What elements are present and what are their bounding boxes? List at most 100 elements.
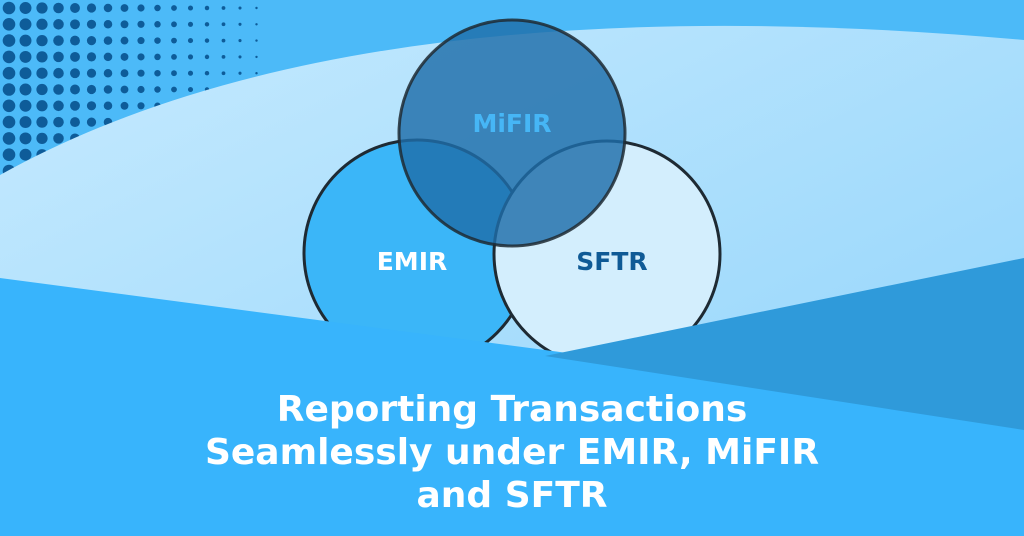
- halftone-dot: [137, 69, 145, 77]
- halftone-dot: [2, 18, 16, 31]
- halftone-dot: [36, 18, 48, 30]
- halftone-dot: [137, 85, 145, 94]
- halftone-dot: [171, 54, 177, 60]
- halftone-dot: [86, 84, 97, 95]
- halftone-dot: [70, 100, 80, 111]
- halftone-dot: [120, 4, 129, 12]
- halftone-dot: [171, 70, 177, 77]
- halftone-dot: [120, 69, 129, 78]
- halftone-dot: [120, 52, 129, 61]
- halftone-dot: [19, 83, 32, 96]
- halftone-dot: [187, 5, 194, 11]
- halftone-dot: [171, 37, 177, 44]
- halftone-dot: [221, 38, 226, 43]
- halftone-dot: [86, 36, 97, 46]
- halftone-dot: [19, 18, 32, 31]
- halftone-dot: [70, 19, 80, 30]
- halftone-dot: [2, 50, 16, 64]
- halftone-dot: [70, 35, 80, 46]
- halftone-dot: [221, 71, 226, 76]
- halftone-dot: [103, 101, 113, 111]
- halftone-dot: [137, 4, 145, 12]
- halftone-dot: [86, 19, 97, 29]
- halftone-dot: [137, 53, 145, 61]
- halftone-dot: [53, 51, 64, 63]
- halftone-dot: [154, 21, 161, 28]
- halftone-dot: [2, 83, 16, 96]
- halftone-dot: [120, 20, 129, 29]
- halftone-dot: [86, 68, 97, 78]
- halftone-dot: [53, 2, 64, 14]
- halftone-dot: [120, 85, 129, 94]
- venn-label-emir: EMIR: [377, 247, 448, 276]
- headline-line-3: and SFTR: [416, 475, 608, 516]
- halftone-dot: [53, 19, 64, 30]
- venn-label-sftr: SFTR: [576, 247, 647, 276]
- halftone-dot: [120, 36, 129, 45]
- halftone-dot: [53, 84, 64, 95]
- halftone-dot: [171, 21, 177, 28]
- halftone-dot: [2, 34, 16, 47]
- halftone-dot: [154, 4, 161, 12]
- halftone-dot: [19, 34, 32, 47]
- headline-line-2: Seamlessly under EMIR, MiFIR: [204, 432, 820, 473]
- halftone-dot: [137, 20, 145, 28]
- halftone-dot: [238, 71, 242, 75]
- halftone-dot: [154, 53, 161, 61]
- halftone-dot: [86, 117, 97, 127]
- halftone-dot: [86, 101, 97, 111]
- halftone-dot: [19, 148, 32, 161]
- halftone-dot: [187, 54, 194, 60]
- halftone-dot: [171, 86, 177, 93]
- venn-circle-mifir: [397, 18, 627, 248]
- halftone-dot: [19, 116, 32, 129]
- halftone-dot: [238, 39, 242, 43]
- halftone-dot: [2, 66, 16, 80]
- halftone-dot: [36, 67, 48, 79]
- venn-label-mifir: MiFIR: [472, 109, 551, 138]
- venn-diagram: MiFIR EMIR SFTR: [302, 18, 722, 369]
- halftone-dot: [53, 100, 64, 112]
- halftone-dot: [137, 37, 145, 45]
- halftone-dot: [86, 52, 97, 62]
- headline: Reporting Transactions Seamlessly under …: [0, 388, 1024, 517]
- halftone-dot: [36, 51, 48, 63]
- halftone-dot: [103, 3, 113, 13]
- halftone-dot: [103, 68, 113, 78]
- halftone-dot: [53, 67, 64, 79]
- halftone-dot: [255, 72, 258, 75]
- halftone-dot: [36, 83, 48, 96]
- bottom-panel: [0, 278, 1024, 536]
- halftone-dot: [36, 2, 48, 14]
- halftone-dot: [137, 102, 145, 110]
- halftone-dot: [36, 100, 48, 112]
- halftone-dot: [238, 55, 242, 59]
- halftone-dot: [2, 148, 16, 161]
- halftone-dot: [2, 1, 16, 15]
- halftone-dot: [70, 51, 80, 62]
- halftone-dot: [2, 99, 16, 113]
- halftone-dot: [120, 101, 129, 110]
- halftone-dot: [103, 52, 113, 62]
- halftone-dot: [238, 6, 242, 10]
- halftone-dot: [86, 3, 97, 13]
- halftone-dot: [19, 99, 32, 112]
- halftone-dot: [154, 86, 161, 93]
- headline-line-1: Reporting Transactions: [276, 389, 748, 430]
- halftone-dot: [103, 85, 113, 94]
- halftone-dot: [187, 70, 194, 76]
- halftone-dot: [103, 36, 113, 45]
- halftone-dot: [70, 84, 80, 95]
- halftone-dot: [255, 39, 258, 42]
- bottom-right-wedge: [545, 258, 1024, 430]
- halftone-dot: [70, 117, 80, 128]
- halftone-dot: [221, 22, 226, 27]
- halftone-dot: [53, 35, 64, 46]
- halftone-dot: [36, 132, 48, 145]
- halftone-dot: [204, 22, 210, 27]
- halftone-dot: [204, 38, 210, 43]
- halftone-dot: [154, 37, 161, 44]
- halftone-dot: [19, 2, 32, 14]
- halftone-dot: [70, 3, 80, 13]
- halftone-dot: [204, 70, 210, 76]
